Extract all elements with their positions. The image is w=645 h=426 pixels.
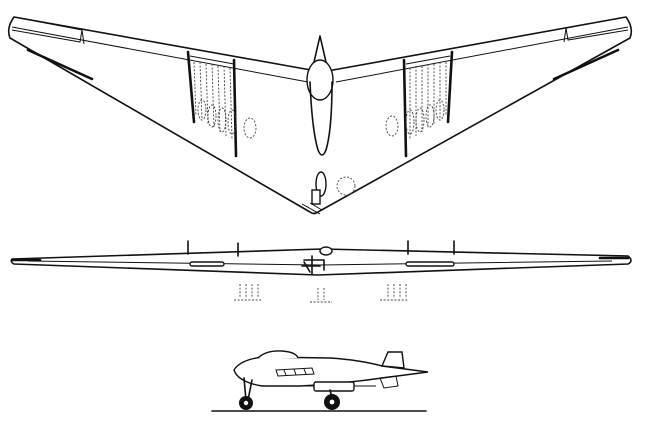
plan-propeller-disc xyxy=(336,176,356,196)
side-nose-hub xyxy=(243,400,249,406)
plan-right-slot xyxy=(552,48,620,81)
front-view xyxy=(10,240,632,303)
plan-right-trailing-break xyxy=(563,27,567,43)
front-right-gear xyxy=(380,284,408,301)
plan-right-bomb-cluster xyxy=(385,62,447,140)
front-wing-centerline xyxy=(27,260,613,266)
plan-left-bomb-bay xyxy=(186,50,257,158)
side-tail-fin xyxy=(380,351,405,369)
plan-wing-outline xyxy=(7,16,633,215)
plan-view xyxy=(7,16,633,215)
side-canopy xyxy=(257,350,299,359)
plan-right-bomb-bay xyxy=(385,50,454,158)
plan-nose-spike xyxy=(313,35,327,63)
side-window-strip xyxy=(275,367,315,377)
plan-tail-box xyxy=(311,189,321,205)
front-left-gear xyxy=(234,284,262,301)
plan-tail-hatch xyxy=(301,202,323,215)
plan-wing-inner-line-left xyxy=(11,26,309,83)
side-nacelle xyxy=(313,381,355,392)
side-tail-wing xyxy=(379,375,399,389)
front-left-nacelle xyxy=(189,261,225,267)
front-nose-gear xyxy=(310,288,332,303)
plan-left-tip-surface xyxy=(11,16,83,43)
plan-canopy xyxy=(306,59,334,101)
side-main-hub xyxy=(329,399,335,405)
side-view xyxy=(211,350,429,412)
front-right-nacelle xyxy=(405,261,455,267)
front-canopy-bump xyxy=(319,246,333,256)
front-fuselage-detail xyxy=(301,255,325,275)
plan-left-slot xyxy=(26,48,94,81)
plan-wing-inner-line-right xyxy=(335,26,629,83)
plan-left-bomb-cluster xyxy=(193,61,257,141)
plan-left-trailing-break xyxy=(81,29,85,45)
plan-fuselage-body xyxy=(309,81,333,156)
plan-right-tip-surface xyxy=(565,16,629,41)
front-station-ticks xyxy=(187,240,455,257)
